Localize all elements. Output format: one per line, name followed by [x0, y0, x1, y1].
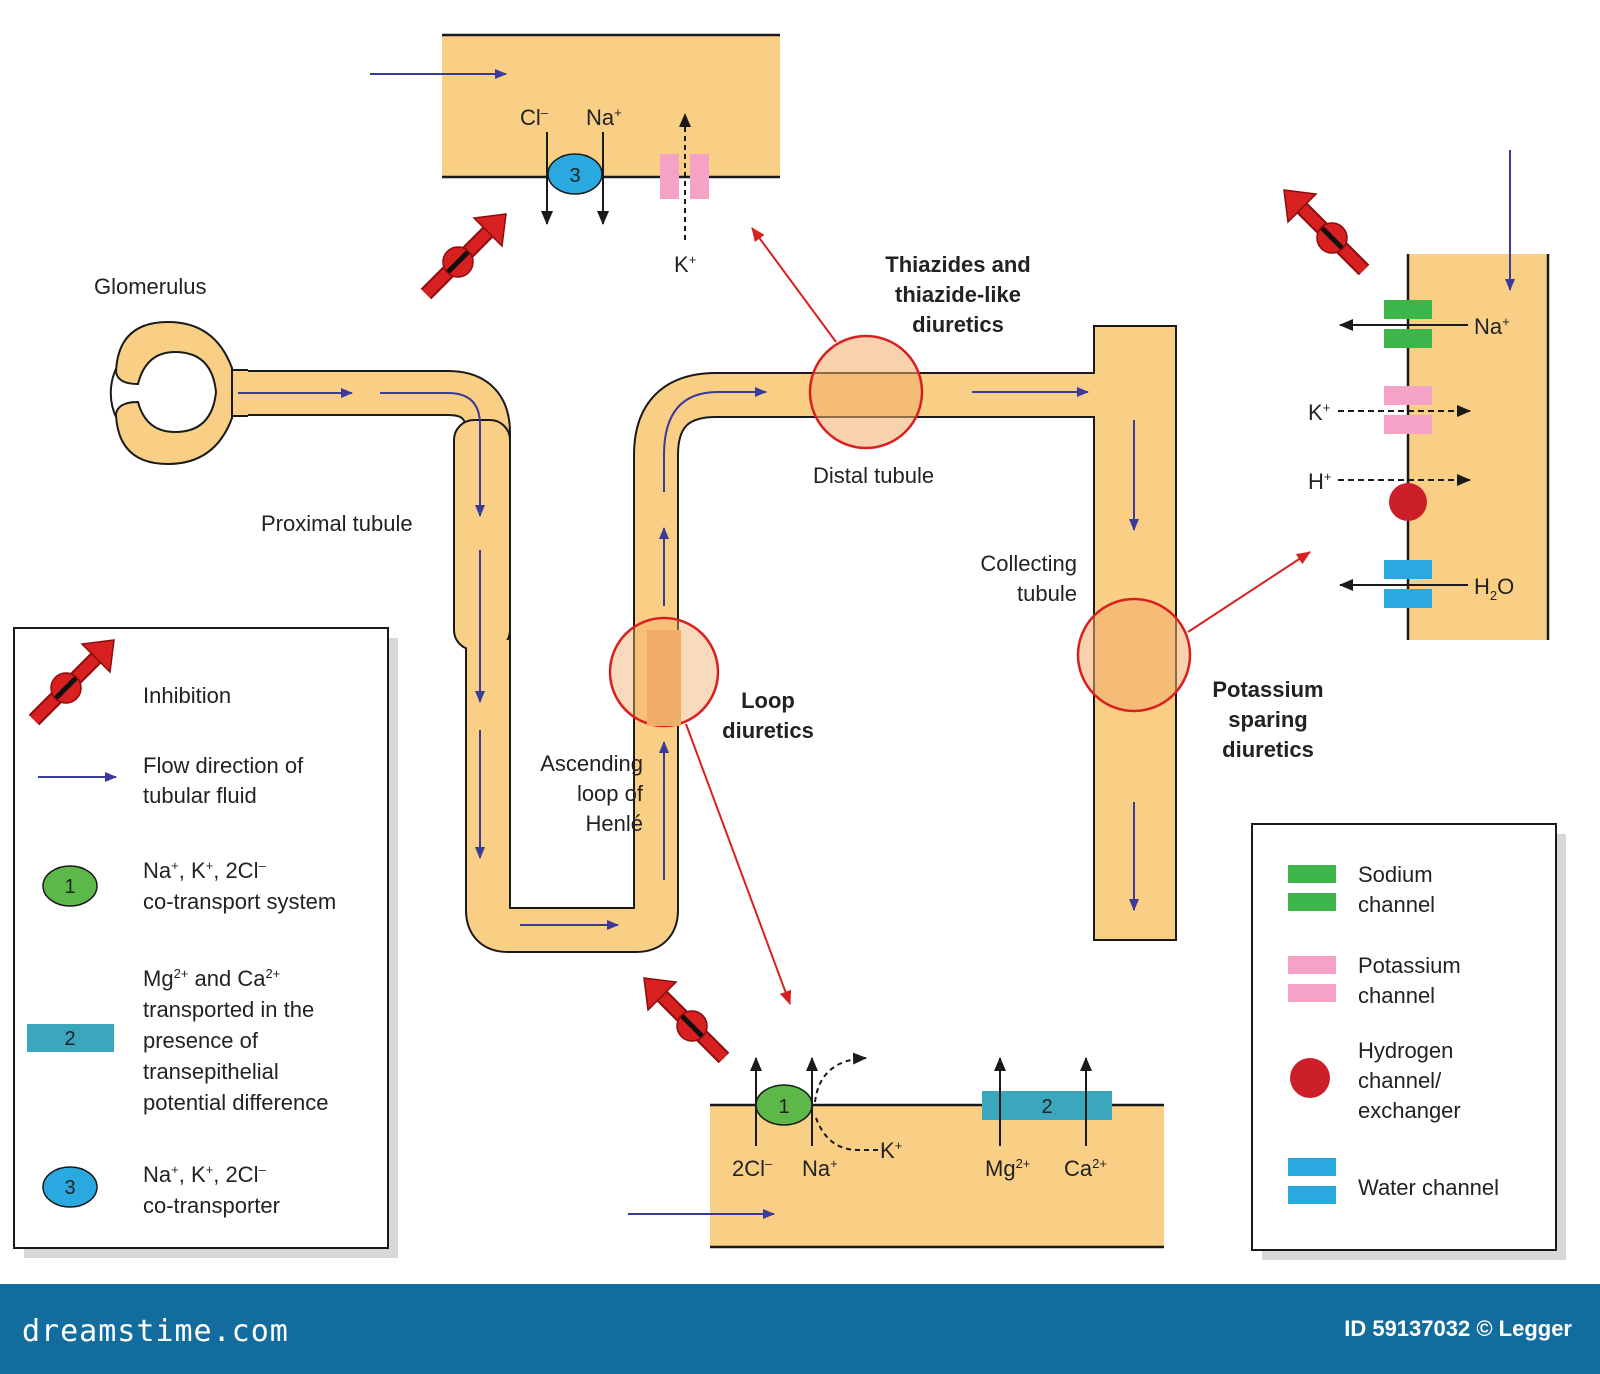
- cotransport-1-badge: 1: [778, 1096, 789, 1118]
- collecting-inhibition-icon: [1284, 190, 1364, 270]
- ascending-loop-label-3: Henlé: [586, 811, 643, 836]
- legend-sodium-label-2: channel: [1358, 892, 1435, 917]
- legend-sodium-icon-bottom: [1288, 893, 1336, 911]
- collecting-ion-na: Na+: [1474, 314, 1510, 339]
- legend-item1-line1: Na+, K+, 2Cl–: [143, 858, 266, 883]
- potassium-channel-bottom: [1384, 415, 1432, 434]
- legend-sodium-label-1: Sodium: [1358, 862, 1433, 887]
- collecting-ion-h2o: H2O: [1474, 574, 1514, 603]
- legend-potassium-icon-bottom: [1288, 984, 1336, 1002]
- loop-diuretics-label-1: Loop: [741, 688, 795, 713]
- legend-item2-badge: 2: [64, 1028, 75, 1050]
- ascending-loop-label-1: Ascending: [540, 751, 643, 776]
- proximal-tubule-label: Proximal tubule: [261, 511, 413, 536]
- loop-ion-ca: Ca2+: [1064, 1156, 1107, 1181]
- legend-cotransporter-3-icon: [42, 1166, 98, 1208]
- hydrogen-exchanger-shape: [1389, 483, 1427, 521]
- collecting-panel: Na+ K+ H+ H2O: [1308, 150, 1550, 640]
- legend-item2-line5: potential difference: [143, 1090, 329, 1115]
- cotransporter-3-badge: 3: [569, 165, 580, 187]
- distal-ion-k: K+: [674, 252, 696, 277]
- potassium-channel-top: [1384, 386, 1432, 405]
- legend-left: Inhibition Flow direction of tubular flu…: [13, 627, 398, 1258]
- loop-ion-k: K+: [880, 1138, 902, 1163]
- loop-site-highlight: [608, 616, 720, 728]
- legend-potassium-label-1: Potassium: [1358, 953, 1461, 978]
- collecting-ion-k: K+: [1308, 400, 1330, 425]
- tubule-flow-arrows: [238, 387, 1139, 930]
- legend-item3-line2: co-transporter: [143, 1193, 280, 1218]
- distal-inhibition-icon: [426, 214, 506, 294]
- distal-ion-cl: Cl–: [520, 105, 549, 130]
- thiazides-label-3: diuretics: [912, 312, 1004, 337]
- distal-ion-na: Na+: [586, 105, 622, 130]
- loop-inhibition-icon: [644, 978, 724, 1058]
- legend-item3-line1: Na+, K+, 2Cl–: [143, 1162, 266, 1187]
- legend-hydrogen-label-3: exchanger: [1358, 1098, 1461, 1123]
- legend-channel-2-icon: [27, 1024, 114, 1052]
- glomerulus-label: Glomerulus: [94, 274, 206, 299]
- sodium-channel-bottom: [1384, 329, 1432, 348]
- loop-panel: 1 2 2Cl– Na+ K+ Mg2+ Ca2+: [628, 1052, 1164, 1249]
- glomerulus-shape: [114, 320, 233, 466]
- legend-water-label: Water channel: [1358, 1175, 1499, 1200]
- thiazides-label-2: thiazide-like: [895, 282, 1021, 307]
- potassium-channel-left: [660, 154, 679, 199]
- potassium-channel-right: [690, 154, 709, 199]
- loop-diuretics-label-2: diuretics: [722, 718, 814, 743]
- mg-ca-channel-2-shape: [982, 1091, 1112, 1120]
- footer-bar: dreamstime.com ID 59137032 © Legger: [0, 1284, 1600, 1374]
- legend-cotransport-1-icon: [42, 865, 98, 907]
- legend-item3-badge: 3: [64, 1177, 75, 1199]
- pointer-arrows: [685, 227, 1311, 1005]
- legend-item2-line2: transported in the: [143, 997, 314, 1022]
- legend-potassium-icon-top: [1288, 956, 1336, 974]
- distal-tubule-label: Distal tubule: [813, 463, 934, 488]
- legend-item2-line1: Mg2+ and Ca2+: [143, 966, 280, 991]
- legend-item1-badge: 1: [64, 876, 75, 898]
- thiazides-label-1: Thiazides and: [885, 252, 1030, 277]
- loop-ion-na: Na+: [802, 1156, 838, 1181]
- legend-water-icon-top: [1288, 1158, 1336, 1176]
- footer-credit: ID 59137032 © Legger: [1344, 1316, 1572, 1341]
- water-channel-top: [1384, 560, 1432, 579]
- legend-potassium-label-2: channel: [1358, 983, 1435, 1008]
- legend-hydrogen-label-2: channel/: [1358, 1068, 1442, 1093]
- legend-hydrogen-icon: [1290, 1058, 1330, 1098]
- distal-panel: 3 Cl– Na+ K+: [370, 33, 780, 277]
- legend-item2-line4: transepithelial: [143, 1059, 279, 1084]
- ascending-loop-label-2: loop of: [577, 781, 644, 806]
- legend-water-icon-bottom: [1288, 1186, 1336, 1204]
- loop-ion-mg: Mg2+: [985, 1156, 1030, 1181]
- collecting-ion-h: H+: [1308, 469, 1331, 494]
- water-channel-bottom: [1384, 589, 1432, 608]
- loop-ion-cl: 2Cl–: [732, 1156, 773, 1181]
- legend-flow-label-1: Flow direction of: [143, 753, 304, 778]
- collecting-tubule-label-1: Collecting: [980, 551, 1077, 576]
- legend-sodium-icon-top: [1288, 865, 1336, 883]
- cotransport-1-shape: [755, 1084, 813, 1126]
- channel-2-badge: 2: [1041, 1096, 1052, 1118]
- legend-flow-label-2: tubular fluid: [143, 783, 257, 808]
- legend-item2-line3: presence of: [143, 1028, 259, 1053]
- potassium-sparing-site-highlight: [1076, 597, 1192, 713]
- legend-item1-line2: co-transport system: [143, 889, 336, 914]
- collecting-tubule-label-2: tubule: [1017, 581, 1077, 606]
- legend-hydrogen-label-1: Hydrogen: [1358, 1038, 1453, 1063]
- potassium-sparing-label-3: diuretics: [1222, 737, 1314, 762]
- legend-right: Sodium channel Potassium channel Hydroge…: [1251, 823, 1566, 1260]
- potassium-sparing-label-2: sparing: [1228, 707, 1307, 732]
- cotransporter-3-shape: [547, 153, 603, 195]
- sodium-channel-top: [1384, 300, 1432, 319]
- thiazide-site-highlight: [808, 334, 924, 450]
- legend-inhibition-label: Inhibition: [143, 683, 231, 708]
- footer-logo: dreamstime.com: [22, 1314, 289, 1349]
- potassium-sparing-label-1: Potassium: [1212, 677, 1323, 702]
